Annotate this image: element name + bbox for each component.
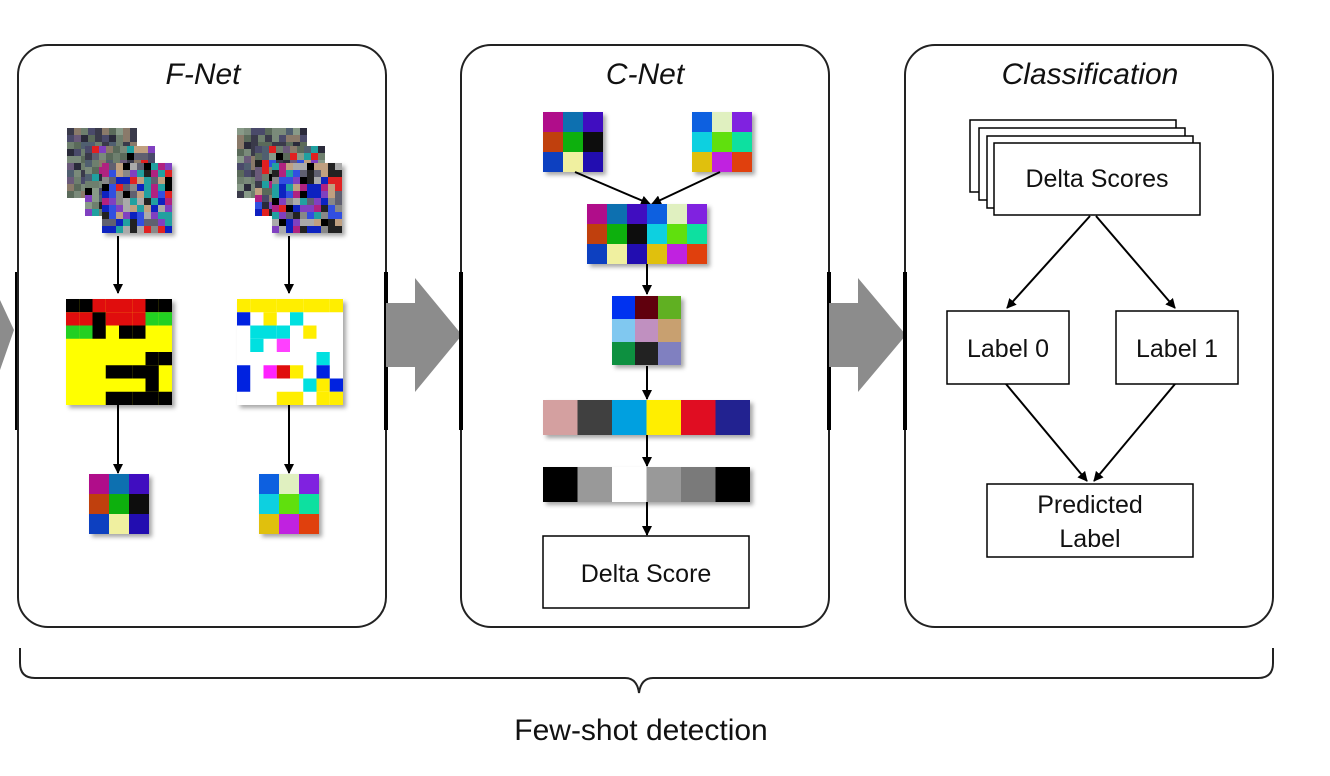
label0-text: Label 0 <box>967 335 1049 363</box>
fnet-embedding-a <box>89 474 149 534</box>
few-shot-brace <box>19 648 1274 694</box>
fnet-embedding-b <box>259 474 319 534</box>
fnet-title: F-Net <box>166 58 243 91</box>
cnet-delta-score-label: Delta Score <box>581 560 712 588</box>
fnet-input-stack-b <box>237 128 342 233</box>
cnet-concatenated-map <box>587 204 707 264</box>
label1-text: Label 1 <box>1136 335 1218 363</box>
label0-box <box>946 310 1070 385</box>
predicted-label-box <box>986 483 1194 558</box>
predicted-label-line1: Predicted <box>1037 491 1143 519</box>
delta-scores-stack <box>969 119 1201 216</box>
flow-arrow-left <box>0 300 14 370</box>
flow-arrow-fnet-to-cnet <box>386 278 462 392</box>
caption-text: Few-shot detection <box>514 714 767 747</box>
cnet-embedding-a <box>543 112 603 172</box>
delta-scores-label: Delta Scores <box>1025 165 1168 193</box>
cnet-embedding-b <box>692 112 752 172</box>
classification-title: Classification <box>1002 58 1179 91</box>
cnet-feature-vector <box>543 400 750 435</box>
fnet-feature-map-b <box>237 299 343 405</box>
cnet-title: C-Net <box>606 58 686 91</box>
cnet-score-vector <box>543 467 750 502</box>
fnet-input-stack-a <box>67 128 172 233</box>
cnet-delta-score-box <box>542 535 750 609</box>
cnet-relation-map <box>612 296 681 365</box>
fnet-feature-map-a <box>66 299 172 405</box>
predicted-label-line2: Label <box>1059 525 1120 553</box>
label1-box <box>1115 310 1239 385</box>
flow-arrow-cnet-to-classification <box>829 278 906 392</box>
